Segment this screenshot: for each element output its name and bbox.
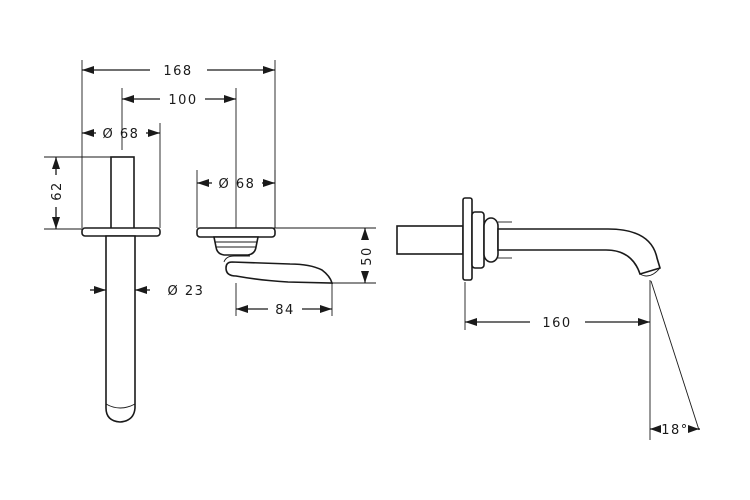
dim-50: 50	[360, 246, 375, 266]
side-rosette	[462, 197, 473, 281]
rosette-plate	[81, 227, 161, 237]
lever	[225, 261, 334, 284]
body-column	[110, 156, 135, 230]
dim-100: 100	[168, 93, 197, 108]
spout-pipe	[105, 235, 136, 423]
dim-18-deg: 18°	[661, 423, 689, 438]
side-nut-round	[483, 217, 499, 263]
dim-dia-68-handle: Ø 68	[219, 177, 256, 192]
cartridge-cap	[213, 236, 259, 256]
dim-84: 84	[275, 303, 295, 318]
dim-168: 168	[163, 64, 192, 79]
handle-view	[196, 170, 376, 316]
side-spout	[497, 228, 661, 275]
side-nut	[471, 211, 485, 269]
side-view	[396, 197, 700, 440]
side-body	[396, 225, 464, 255]
dim-62: 62	[50, 181, 65, 201]
handle-rosette	[196, 227, 276, 238]
dim-160: 160	[542, 316, 571, 331]
dim-dia-68-top: Ø 68	[103, 127, 140, 142]
dim-dia-23: Ø 23	[168, 284, 205, 299]
dimension-lines	[52, 66, 700, 433]
